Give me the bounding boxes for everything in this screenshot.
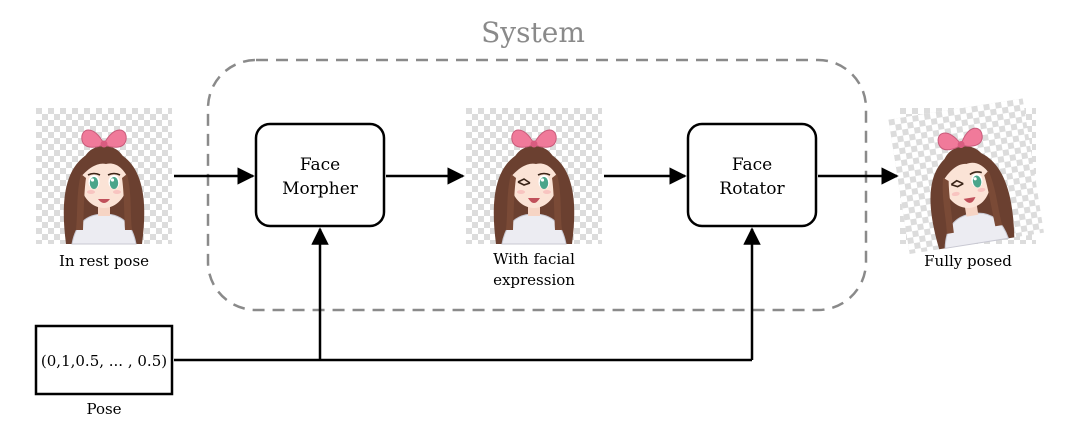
face-rotator-label-line1: Face <box>732 155 772 175</box>
fully-posed-image <box>887 97 1045 255</box>
rest-pose-caption: In rest pose <box>59 252 149 270</box>
rest-pose-image <box>35 107 173 245</box>
face-morpher-label-line1: Face <box>300 155 340 175</box>
pose-caption: Pose <box>86 400 121 418</box>
expression-caption-line2: expression <box>493 271 575 289</box>
system-label: System <box>481 16 585 49</box>
pose-vector-text: (0,1,0.5, ... , 0.5) <box>41 352 167 370</box>
face-rotator-box <box>686 122 818 228</box>
pose-vector-box <box>34 324 174 396</box>
system-boundary <box>206 58 868 312</box>
face-morpher-label-line2: Morpher <box>282 179 359 199</box>
expression-caption-line1: With facial <box>493 250 575 268</box>
expression-image <box>465 107 603 245</box>
face-rotator-label-line2: Rotator <box>719 179 785 199</box>
face-morpher-box <box>254 122 386 228</box>
fully-posed-caption: Fully posed <box>924 252 1012 270</box>
